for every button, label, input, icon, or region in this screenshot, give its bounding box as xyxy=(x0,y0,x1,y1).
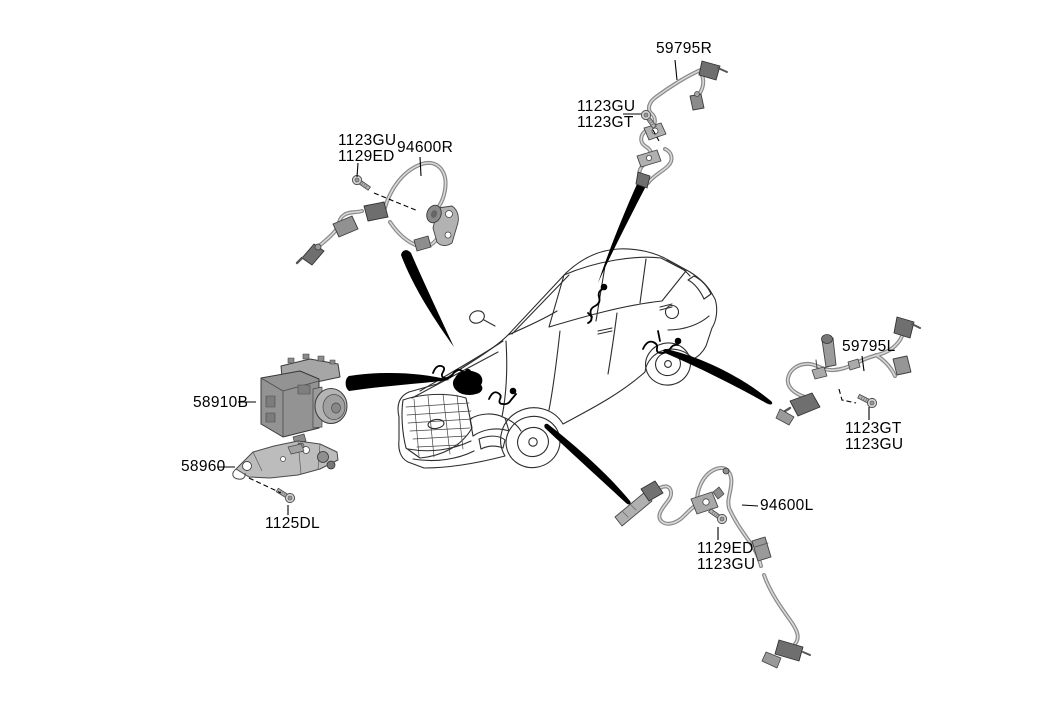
part-59795L-drawing xyxy=(775,316,921,426)
abs-location-blob xyxy=(452,370,483,395)
label-rr-bolt-line2: 1123GT xyxy=(577,114,634,131)
label-fr-bolt-line1: 1123GU xyxy=(338,132,397,149)
pointer-swooshes xyxy=(345,181,773,505)
sensor-route-marks xyxy=(432,283,682,406)
label-rl-bolt: 1123GT 1123GU xyxy=(845,421,903,453)
part-59795R-drawing xyxy=(635,60,728,189)
part-58910B-drawing xyxy=(260,353,348,445)
bolt-1123GT-1123GU xyxy=(856,391,879,410)
label-fl-bolt-line2: 1123GU xyxy=(697,556,756,573)
assembly-dashed-lines xyxy=(248,129,857,494)
leader-lines xyxy=(217,59,870,540)
label-rl-bolt-line1: 1123GT xyxy=(845,420,902,437)
label-fl-sensor: 94600L xyxy=(760,497,814,514)
label-abs-module: 58910B xyxy=(193,394,249,411)
rear-wheel xyxy=(645,342,691,386)
bolt-1129ED-1123GU xyxy=(706,506,729,526)
car-illustration xyxy=(397,248,718,469)
label-abs-bracket-bolt: 1125DL xyxy=(265,515,320,532)
part-94600R-drawing xyxy=(295,160,459,266)
label-fl-bolt: 1129ED 1123GU xyxy=(697,541,755,573)
part-58960-drawing xyxy=(232,440,339,480)
swoosh-to-front-left xyxy=(544,423,631,505)
label-abs-bracket: 58960 xyxy=(181,458,226,475)
label-rr-bolt: 1123GU 1123GT xyxy=(577,99,635,131)
part-94600L-drawing xyxy=(614,466,811,669)
swoosh-to-rear-left xyxy=(663,349,773,405)
label-fr-bolt-line2: 1129ED xyxy=(338,148,395,165)
label-fr-bolt: 1123GU 1129ED xyxy=(338,133,396,165)
bolt-1125DL xyxy=(274,485,297,505)
bolt-1123GU-1129ED xyxy=(350,173,373,193)
label-rr-bolt-line1: 1123GU xyxy=(577,98,636,115)
swoosh-to-windshield xyxy=(401,250,454,347)
label-fr-sensor: 94600R xyxy=(397,139,454,156)
label-rl-bolt-line2: 1123GU xyxy=(845,436,904,453)
swoosh-to-hood xyxy=(345,372,450,391)
label-fl-bolt-line1: 1129ED xyxy=(697,540,754,557)
label-rr-sensor: 59795R xyxy=(656,40,713,57)
swoosh-to-roof xyxy=(598,181,646,283)
label-rl-sensor: 59795L xyxy=(842,338,896,355)
